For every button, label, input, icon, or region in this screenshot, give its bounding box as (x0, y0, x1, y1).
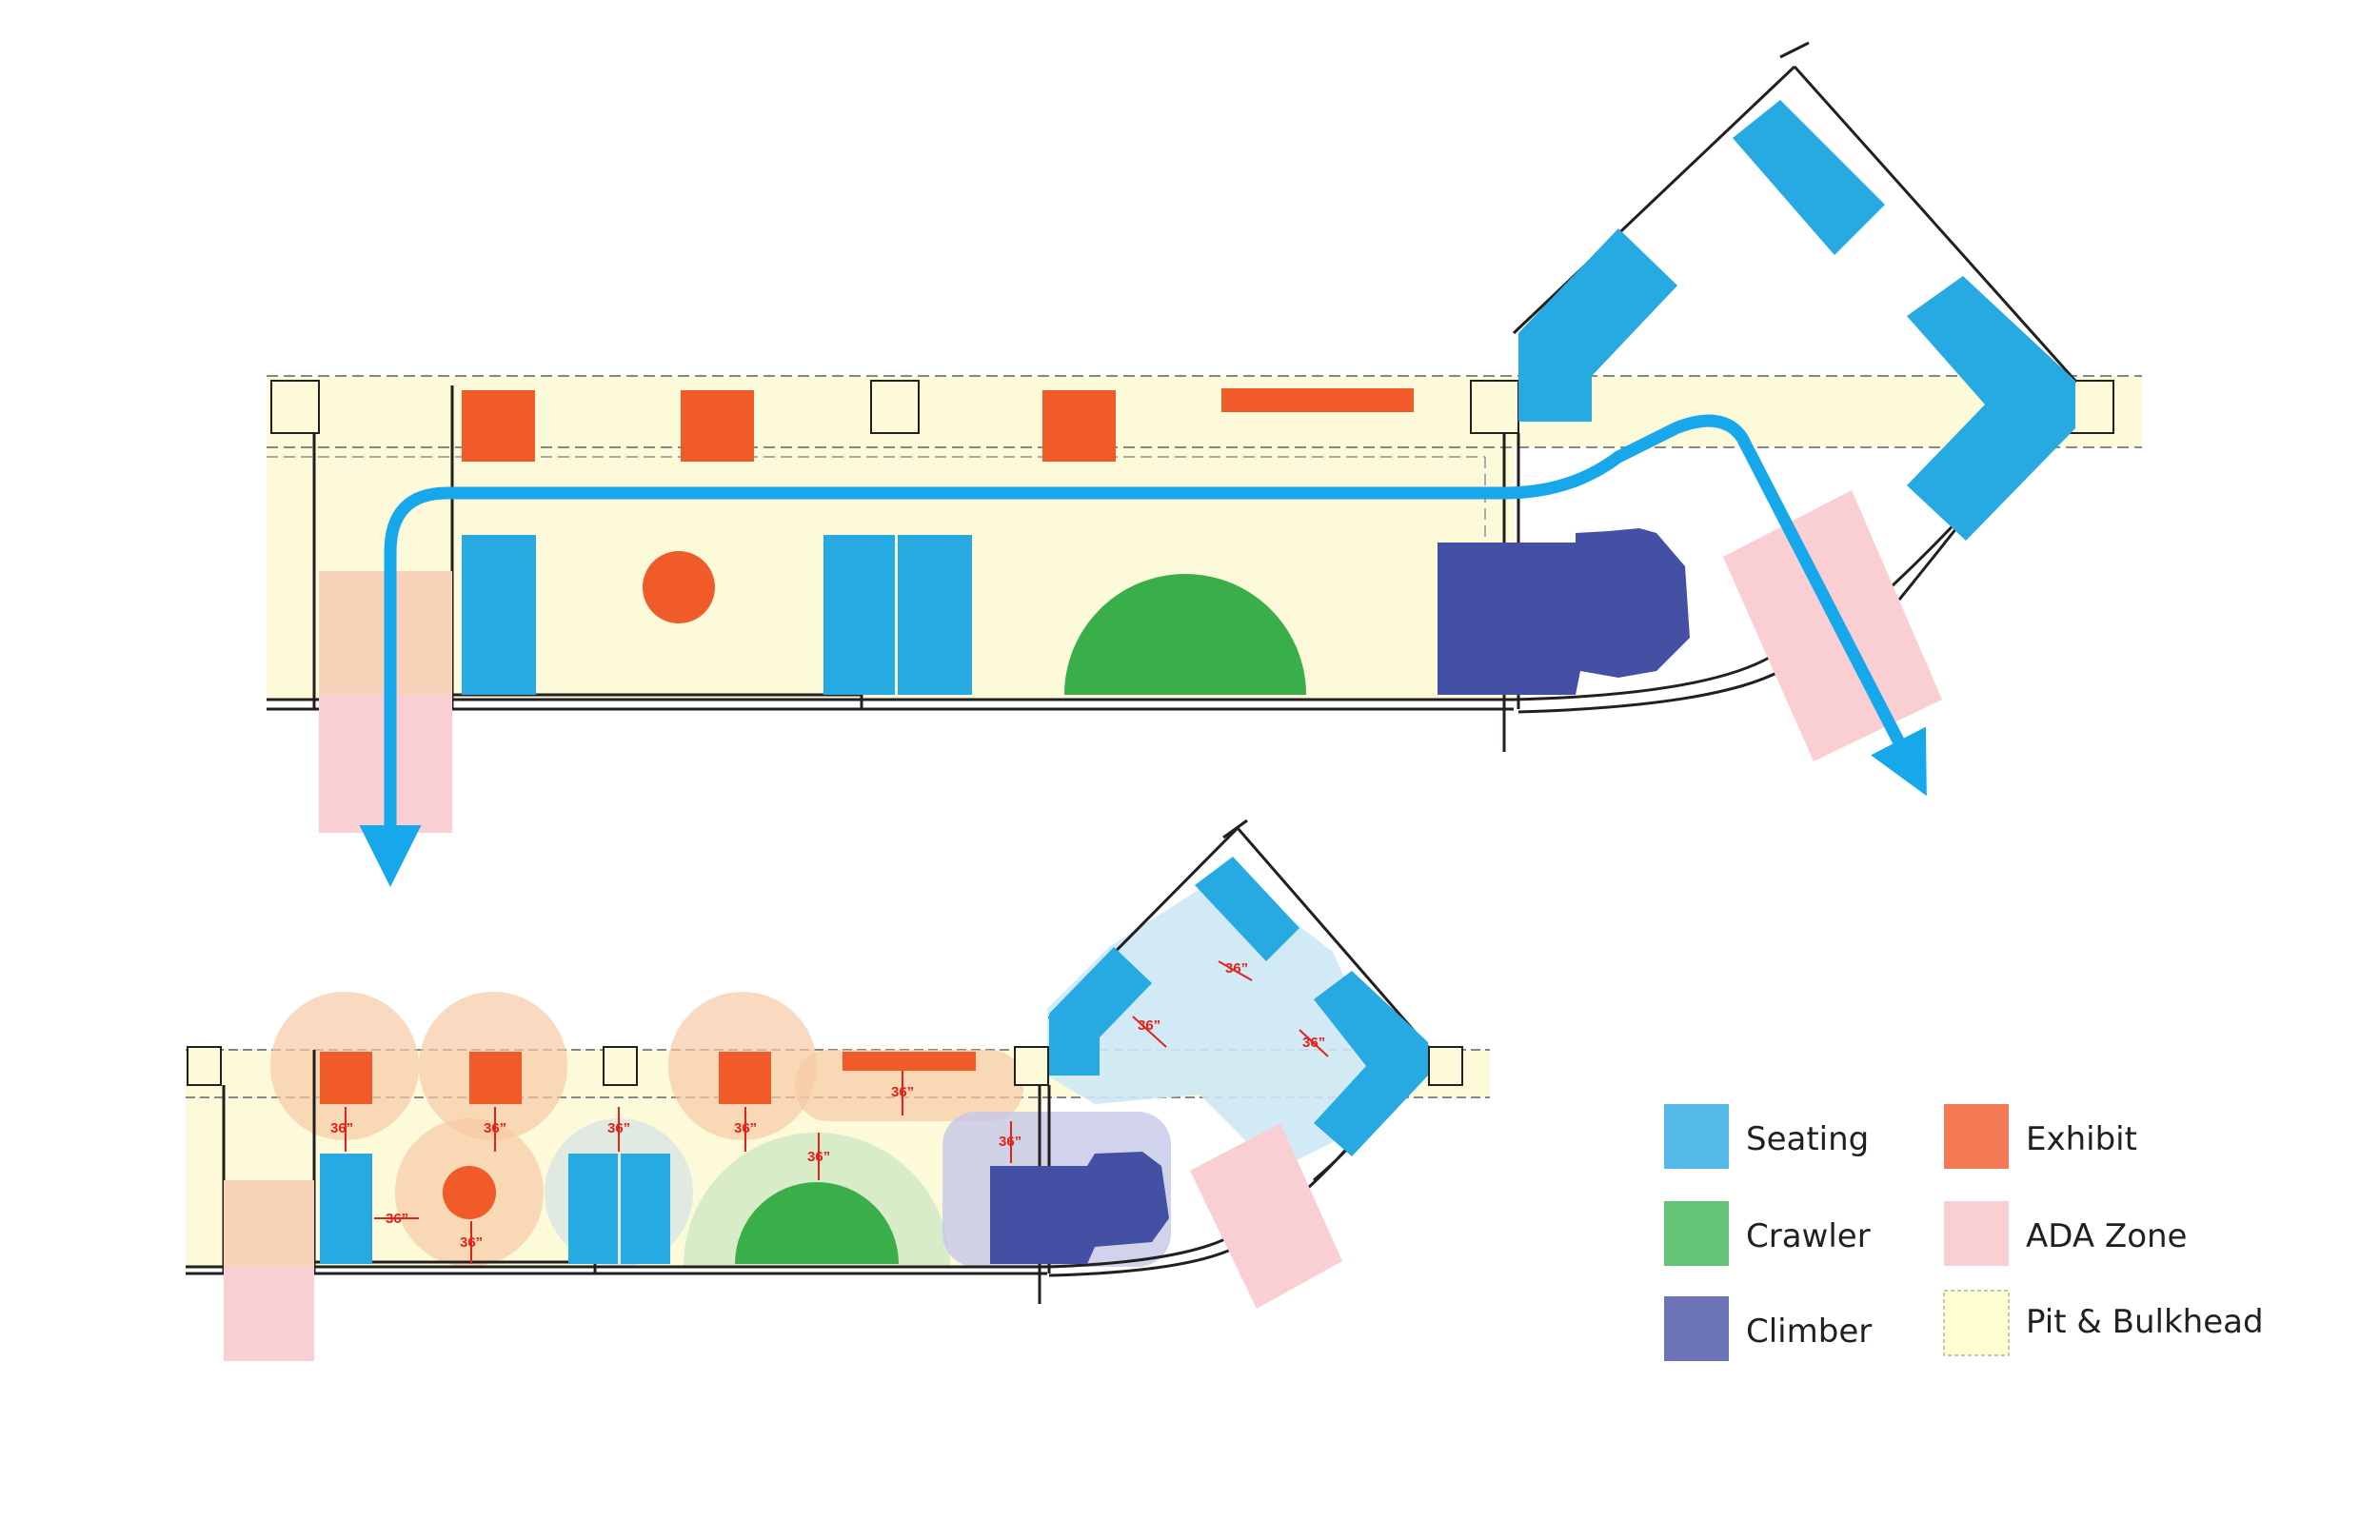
legend-item-pit-bulkhead: Pit & Bulkhead (1943, 1290, 2264, 1356)
legend-swatch (1664, 1296, 1729, 1361)
seating-block (568, 1154, 618, 1264)
dimension-label: 36” (460, 1234, 483, 1251)
seating-block (1049, 947, 1152, 1076)
column (1014, 1046, 1049, 1086)
exhibit-bar (1221, 388, 1414, 412)
legend-label: Climber (1746, 1313, 1872, 1351)
crawler-dome (1064, 574, 1306, 695)
exhibit-bar (843, 1052, 976, 1071)
legend-item-climber: Climber (1664, 1296, 1872, 1361)
legend-label: Pit & Bulkhead (2026, 1303, 2264, 1341)
dimension-label: 36” (891, 1084, 914, 1100)
bottom-floor-plan: 36” 36” 36” 36” 36” 36” 36” 36” (186, 819, 1490, 1361)
legend-label: Exhibit (2026, 1120, 2137, 1158)
seating-block (1733, 100, 1885, 255)
legend-swatch (1944, 1201, 2009, 1266)
wall (1047, 819, 1430, 1192)
seating-block (1314, 971, 1428, 1156)
dimension-label: 36” (734, 1120, 757, 1136)
seating-block (320, 1154, 372, 1264)
dimension-label: 36” (484, 1120, 506, 1136)
dimension-label: 36” (999, 1134, 1021, 1150)
legend-swatch (1664, 1201, 1729, 1266)
legend-label: Crawler (1746, 1217, 1871, 1255)
seating-block (1195, 857, 1299, 961)
column (187, 1046, 222, 1086)
exhibit-block (320, 1052, 372, 1104)
exhibit-block (462, 390, 535, 462)
seating-block (898, 535, 972, 695)
dimension-callout: 36” (999, 1121, 1021, 1163)
clearance-zone (1047, 871, 1376, 1171)
dimension-callout: 36” (1218, 960, 1253, 981)
dimension-label: 36” (1302, 1035, 1325, 1051)
dimension-callout: 36” (484, 1107, 506, 1152)
dimension-callout: 36” (330, 1107, 353, 1152)
column (270, 380, 320, 434)
seating-block (1907, 276, 2075, 541)
legend-item-exhibit: Exhibit (1944, 1104, 2137, 1169)
wall-curved (1513, 655, 1781, 714)
legend: Seating Exhibit Crawler ADA Zone Climber… (1664, 1104, 2264, 1361)
dimension-callout: 36” (460, 1221, 483, 1264)
flow-arrow (359, 486, 1504, 887)
legend-item-ada-zone: ADA Zone (1944, 1201, 2187, 1266)
dimension-callout: 36” (1299, 1029, 1329, 1057)
dimension-label: 36” (386, 1211, 408, 1227)
seating-block (621, 1154, 670, 1264)
top-floor-plan (267, 41, 2142, 887)
dimension-label: 36” (607, 1120, 630, 1136)
ada-zone (224, 1180, 314, 1266)
legend-item-crawler: Crawler (1664, 1201, 1871, 1266)
legend-label: ADA Zone (2026, 1217, 2187, 1255)
column (870, 380, 920, 434)
exhibit-block (1042, 390, 1116, 462)
dimension-callout: 36” (374, 1211, 419, 1227)
seating-block (462, 535, 536, 695)
ada-zone (1190, 1123, 1342, 1309)
dimension-label: 36” (1138, 1017, 1160, 1034)
dimension-callout: 36” (607, 1107, 630, 1152)
dimension-callout: 36” (807, 1133, 830, 1180)
column (603, 1046, 638, 1086)
column (1428, 1046, 1463, 1086)
legend-swatch (1664, 1104, 1729, 1169)
climber-block (1438, 528, 1690, 695)
dimension-callout: 36” (1132, 1016, 1167, 1048)
exhibit-block (719, 1052, 771, 1104)
wall (1512, 41, 2077, 601)
dimension-callout: 36” (734, 1107, 757, 1152)
dimension-label: 36” (330, 1120, 353, 1136)
seating-block (1518, 228, 1677, 422)
legend-swatch (1943, 1290, 2010, 1356)
exhibit-block (469, 1052, 522, 1104)
seating-block (823, 535, 895, 695)
dimension-callout: 36” (891, 1071, 914, 1116)
legend-item-seating: Seating (1664, 1104, 1869, 1169)
exhibit-round (643, 551, 715, 623)
crawler-dome (735, 1182, 899, 1264)
legend-swatch (1944, 1104, 2009, 1169)
legend-label: Seating (1746, 1120, 1869, 1158)
column (1470, 380, 1519, 434)
dimension-label: 36” (807, 1149, 830, 1165)
climber-block (990, 1152, 1169, 1264)
exhibit-round (443, 1166, 496, 1219)
dimension-label: 36” (1225, 960, 1248, 977)
exhibit-block (681, 390, 754, 462)
flow-arrow (1503, 414, 1927, 797)
